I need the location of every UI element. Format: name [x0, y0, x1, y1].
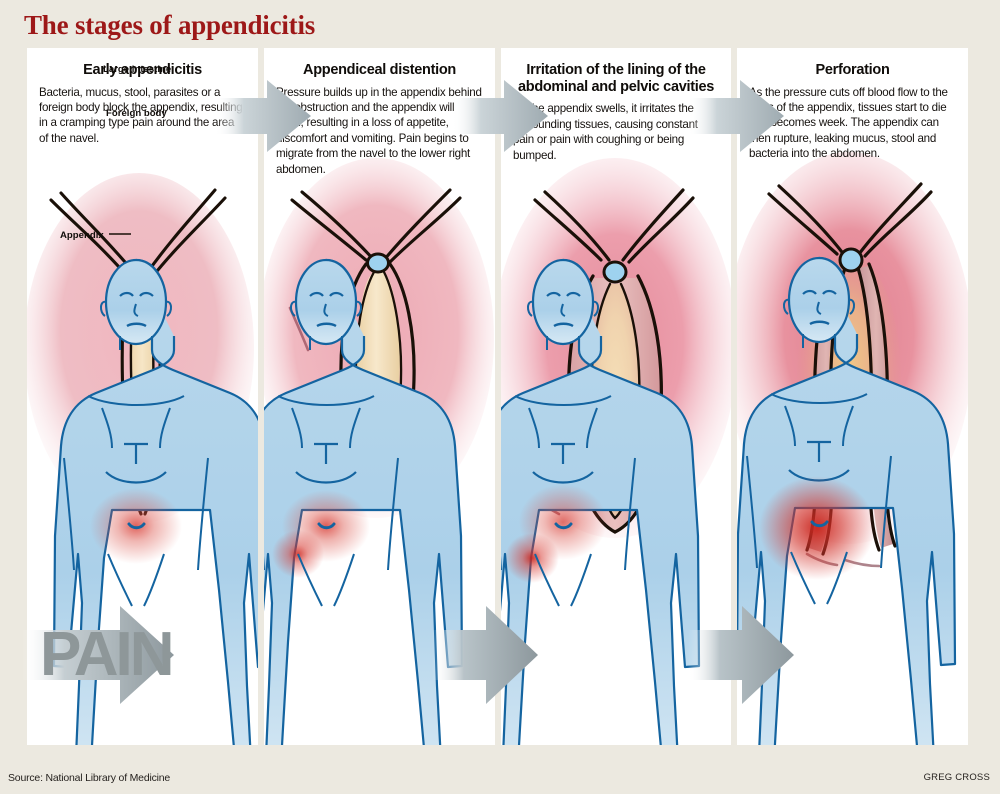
panel-1-body: Bacteria, mucus, stool, parasites or a f…	[39, 85, 243, 145]
panel-3-header: Irritation of the lining of the abdomina…	[501, 48, 731, 163]
page-title: The stages of appendicitis	[24, 10, 316, 40]
pain-glow-abdomen	[759, 476, 875, 580]
panel-4-body: As the pressure cuts off blood flow to t…	[749, 85, 948, 161]
body-figure-4	[737, 256, 957, 745]
pain-arrow-1	[22, 606, 174, 704]
label-large-intestine: Large intestine	[103, 64, 171, 75]
panel-2-body: Pressure builds up in the appendix behin…	[276, 85, 482, 176]
stage-arrow-3-to-4	[688, 80, 784, 152]
label-appendix: Appendix	[60, 230, 104, 241]
foreign-body-marker	[838, 247, 864, 273]
large-intestine-outline	[533, 188, 695, 264]
body-figure-2	[264, 258, 464, 745]
stage-arrow-1-to-2	[215, 80, 311, 152]
appendix-outer-outline	[567, 274, 663, 534]
panel-2-title: Appendiceal distention	[303, 62, 456, 78]
panel-4-header: Perforation As the pressure cuts off blo…	[737, 48, 968, 162]
panel-1-title: Early appendicitis	[83, 62, 202, 78]
foreign-body-marker	[602, 260, 628, 284]
panel-3-illustration	[501, 158, 731, 745]
pain-label: PAIN	[40, 620, 175, 689]
panel-1-body	[52, 258, 258, 745]
large-intestine-outline	[767, 182, 933, 258]
panel-perforation: Perforation As the pressure cuts off blo…	[737, 48, 968, 745]
body-figure-3	[501, 258, 701, 745]
panel-appendiceal-distention: Appendiceal distention Pressure builds u…	[264, 48, 495, 745]
panel-2-illustration	[264, 158, 494, 745]
panel-3-title: Irritation of the lining of the abdomina…	[518, 62, 714, 95]
panel-irritation-of-lining: Irritation of the lining of the abdomina…	[501, 48, 731, 745]
pain-glow-lower-right	[505, 533, 559, 583]
panel-4-title: Perforation	[815, 62, 890, 78]
panel-1-header: Early appendicitis Bacteria, mucus, stoo…	[27, 48, 258, 146]
credit-note: GREG CROSS	[923, 772, 990, 783]
label-foreign-body: Foreign body	[106, 108, 167, 119]
source-note: Source: National Library of Medicine	[8, 772, 171, 784]
large-intestine-outline	[290, 188, 462, 264]
pain-arrow-2	[432, 606, 538, 704]
stage-arrow-2-to-3	[452, 80, 548, 152]
panel-3-body: As the appendix swells, it irritates the…	[513, 102, 698, 162]
pain-arrow-3	[688, 606, 794, 704]
pain-glow-navel	[90, 488, 182, 564]
foreign-body-marker	[366, 252, 390, 274]
panel-4-illustration	[737, 152, 968, 745]
panel-early-appendicitis: Large intestine Foreign body Appendix	[27, 48, 258, 745]
pain-indicator: PAIN	[22, 600, 192, 715]
panel-2-header: Appendiceal distention Pressure builds u…	[264, 48, 495, 177]
